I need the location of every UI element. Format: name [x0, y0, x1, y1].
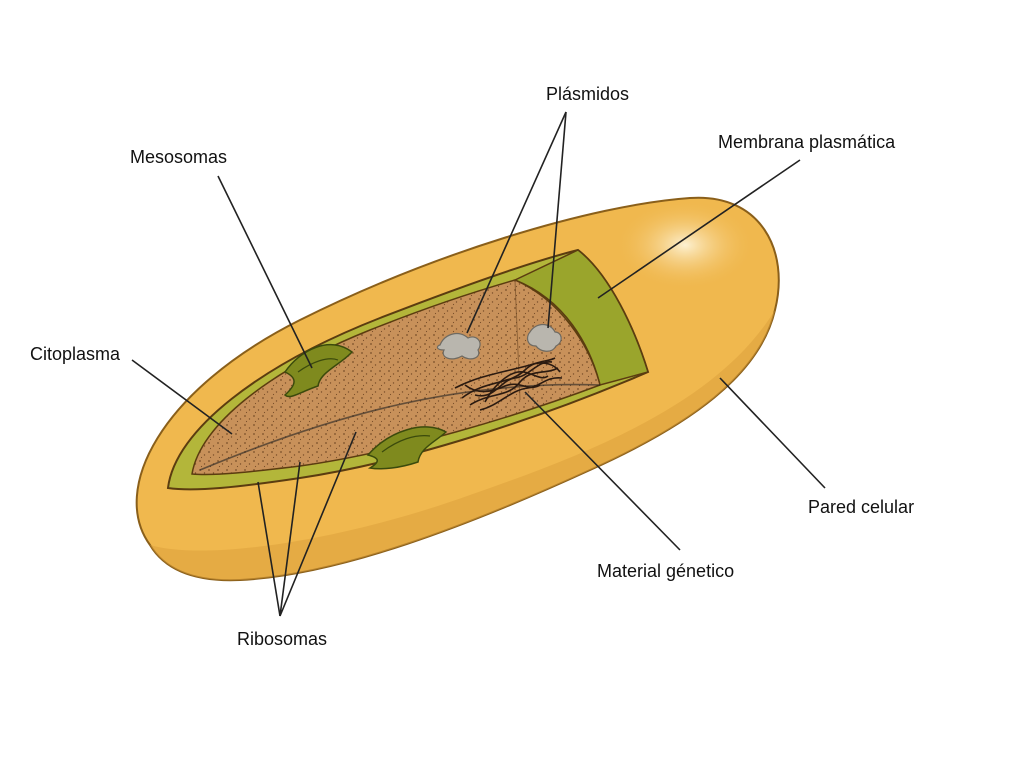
leader-ribosomas-b [279, 461, 301, 617]
label-plasmidos: Plásmidos [546, 84, 629, 104]
label-membrana-plasmatica: Membrana plasmática [718, 132, 896, 152]
leader-plasmidos-right [547, 111, 567, 329]
leader-citoplasma [131, 359, 233, 435]
leader-plasmidos-left [466, 111, 567, 334]
leader-pared [719, 377, 826, 489]
leader-membrana [597, 159, 801, 299]
leader-ribosomas-c [279, 431, 357, 617]
label-citoplasma: Citoplasma [30, 344, 121, 364]
label-material-genetico: Material génetico [597, 561, 734, 581]
plasmid-left [436, 332, 481, 360]
mesosome-upper [283, 343, 354, 398]
leader-lines [131, 111, 826, 617]
genetic-material [454, 357, 563, 411]
leader-material [524, 391, 681, 551]
mesosome-lower [366, 426, 448, 470]
leader-ribosomas-a [257, 481, 281, 617]
label-ribosomas: Ribosomas [237, 629, 327, 649]
leader-mesosomas [217, 175, 313, 369]
label-pared-celular: Pared celular [808, 497, 914, 517]
label-mesosomas: Mesosomas [130, 147, 227, 167]
